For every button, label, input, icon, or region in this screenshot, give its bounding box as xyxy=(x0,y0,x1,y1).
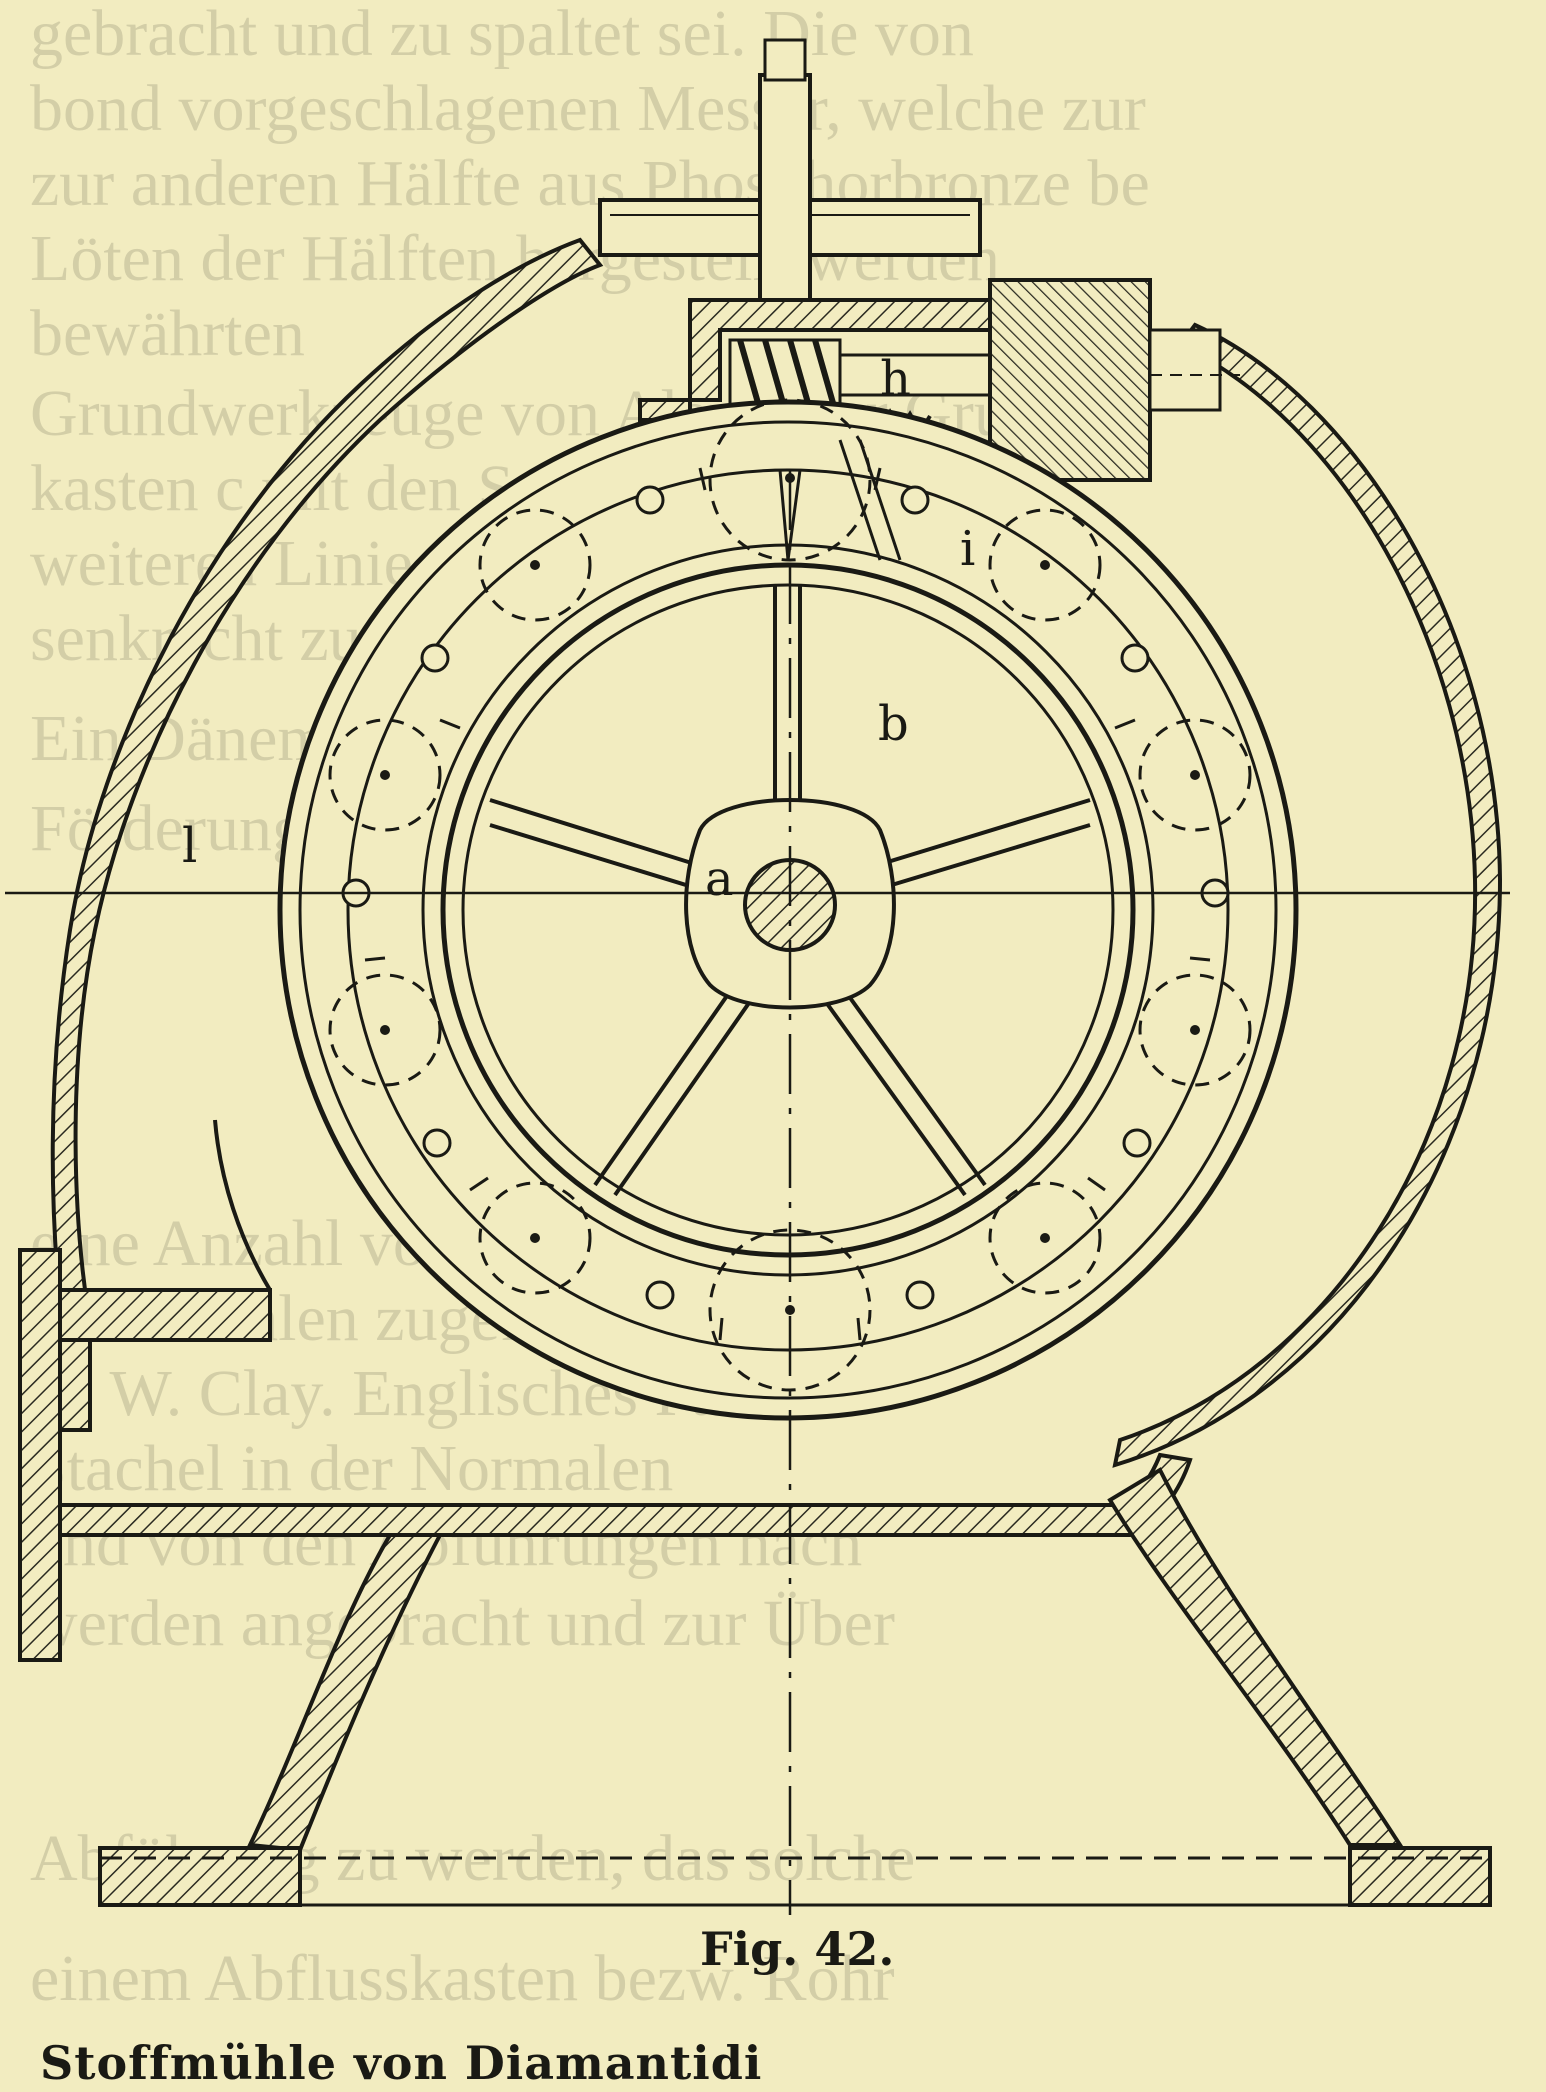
dashed-holders xyxy=(328,398,1252,1392)
center-lines xyxy=(5,470,1510,1915)
bearing-block xyxy=(988,278,1152,482)
label-a: a xyxy=(705,851,734,907)
stator-ring xyxy=(346,468,1230,1352)
bleed-line: bond vorgeschlagenen Messer, welche zur xyxy=(30,72,1146,145)
label-i: i xyxy=(960,521,975,577)
holder-centers xyxy=(380,473,1200,1315)
figure-number: Fig. 42. xyxy=(700,1922,895,1976)
bleed-line: gebracht und zu spaltet sei. Die von xyxy=(30,0,974,70)
right-leg xyxy=(1107,1467,1404,1847)
bearing-nut xyxy=(1148,328,1222,412)
rotor-assembly xyxy=(277,398,1299,1421)
knife-lever xyxy=(838,439,902,561)
casing-outer-right xyxy=(1112,322,1503,1468)
knife-blade xyxy=(778,469,802,561)
label-b: b xyxy=(878,696,909,752)
bleed-line: Stachel in der Normalen xyxy=(30,1432,673,1505)
inlet-flange xyxy=(18,1248,272,1662)
spindle xyxy=(758,73,812,312)
spindle-nut xyxy=(763,38,807,82)
outer-ring-inner-edge xyxy=(298,420,1278,1400)
bleed-line: bewährten xyxy=(30,297,305,370)
left-leg xyxy=(246,1533,444,1853)
casing-wall xyxy=(50,237,604,1432)
adjusting-mechanism xyxy=(598,38,1240,482)
ring-screws xyxy=(341,485,1230,1310)
rotor-rim xyxy=(440,562,1136,1258)
stator-ticks xyxy=(364,467,1211,1341)
rotor-rim-inner xyxy=(461,583,1115,1237)
part-labels: a b h i l xyxy=(182,351,975,907)
volute-casing xyxy=(18,237,1503,1662)
label-l: l xyxy=(182,818,197,874)
figure-caption: Stoffmühle von Diamantidi xyxy=(40,2036,763,2090)
bleed-line: werden angebracht und zur Über xyxy=(30,1587,895,1660)
casing-inner-lower xyxy=(213,1119,272,1292)
stand xyxy=(98,1467,1492,1907)
bleed-line: einem Abflusskasten bezw. Rohr xyxy=(30,1942,895,2015)
label-h: h xyxy=(880,351,911,407)
